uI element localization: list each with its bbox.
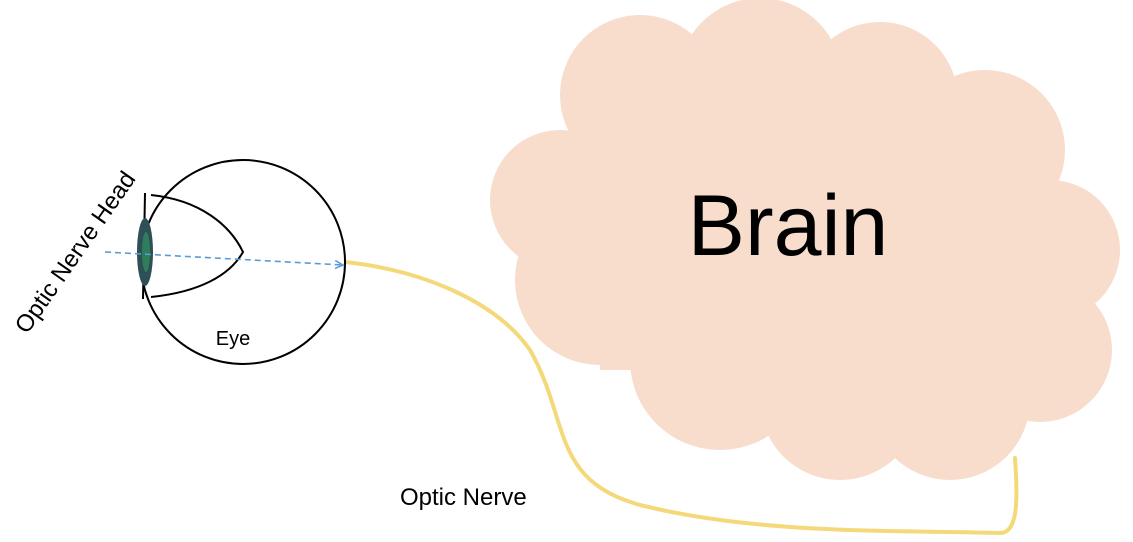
eye-label: Eye: [216, 328, 250, 350]
brain-cloud: Brain: [490, 0, 1120, 480]
optic-nerve-head-inner: [142, 232, 150, 272]
eye: Eye: [105, 160, 345, 364]
optic-nerve-label: Optic Nerve: [400, 484, 527, 511]
brain-label: Brain: [688, 178, 889, 274]
optic-nerve-head-label: Optic Nerve Head: [10, 167, 142, 339]
